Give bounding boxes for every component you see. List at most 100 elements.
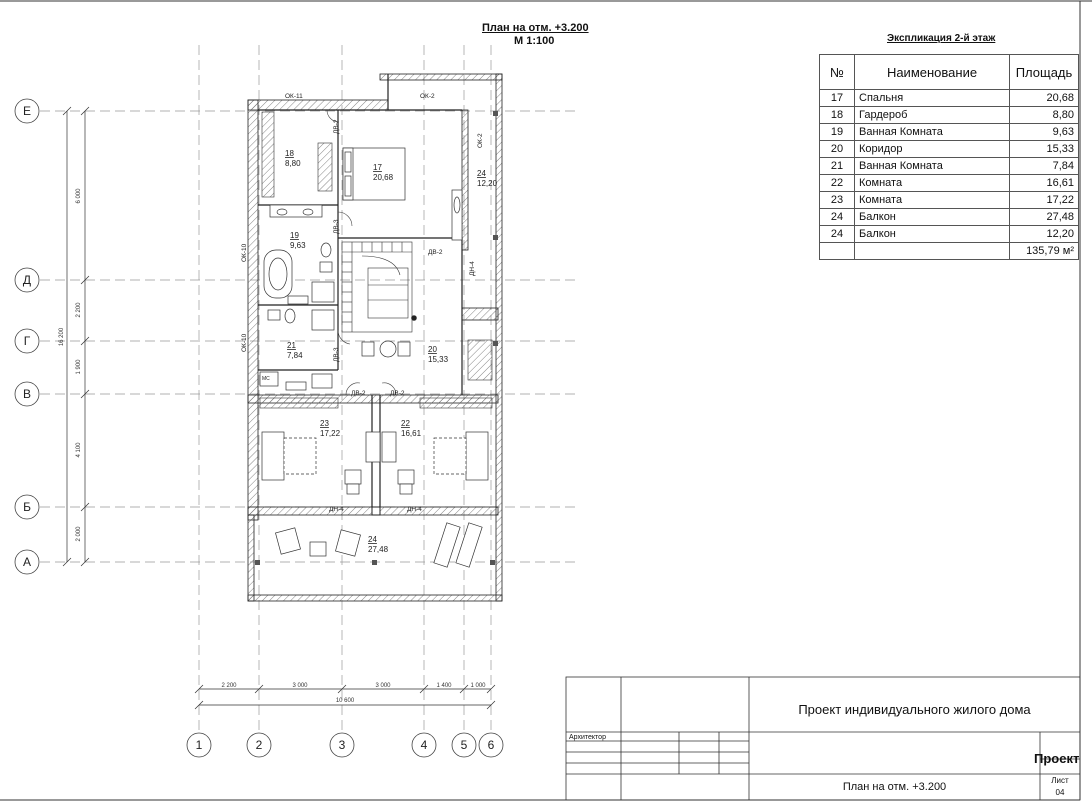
- plan-scale: М 1:100: [514, 35, 555, 47]
- window-mark: ОК-11: [285, 93, 303, 100]
- door-mark: ДН-4: [469, 261, 476, 276]
- axis-label: Е: [23, 104, 31, 118]
- room-number: 17: [373, 163, 382, 172]
- cell-name: Балкон: [854, 208, 1010, 226]
- door-mark: ДН-4: [329, 506, 344, 513]
- axis-label: Г: [24, 334, 31, 348]
- axis-bubble-v: [14, 381, 40, 407]
- cell-number: 22: [819, 174, 855, 192]
- cell-number: 23: [819, 191, 855, 209]
- axis-bubble-1: [186, 732, 212, 758]
- axis-label: 2: [256, 738, 263, 752]
- cell-number: 19: [819, 123, 855, 141]
- col-header-name: Наименование: [854, 54, 1010, 90]
- axis-label: 6: [488, 738, 495, 752]
- plan-title: План на отм. +3.200: [482, 22, 589, 34]
- cell-number: 17: [819, 89, 855, 107]
- room-area: 9,63: [290, 241, 306, 250]
- axis-label: 3: [339, 738, 346, 752]
- room-number: 19: [290, 231, 299, 240]
- stage-label: Проект: [1034, 751, 1080, 766]
- cell-area: 15,33: [1009, 140, 1079, 158]
- cell-name: Гардероб: [854, 106, 1010, 124]
- sheet-label: Лист: [1051, 776, 1069, 785]
- axis-label: 1: [196, 738, 203, 752]
- axis-label: А: [23, 555, 31, 569]
- dim-text: 4 100: [76, 442, 82, 458]
- window-mark: ОК-10: [241, 243, 248, 262]
- sheet-title: План на отм. +3.200: [842, 781, 947, 793]
- left-dimensions: [62, 106, 90, 567]
- room-number: 18: [285, 149, 294, 158]
- axis-label: Б: [23, 500, 31, 514]
- room-area: 20,68: [373, 173, 394, 182]
- door-mark: ДВ-2: [390, 390, 405, 397]
- axis-bubble-4: [411, 732, 437, 758]
- sheet-number: 04: [1055, 788, 1065, 797]
- axis-label: Д: [23, 273, 31, 287]
- door-mark: ДВ-2: [351, 390, 366, 397]
- cell-name: Ванная Комната: [854, 157, 1010, 175]
- axis-bubble-a: [14, 549, 40, 575]
- cell-number: 20: [819, 140, 855, 158]
- cell-area: 9,63: [1009, 123, 1079, 141]
- cell-number: 18: [819, 106, 855, 124]
- door-mark: ДВ-2: [333, 119, 340, 134]
- cell-number: 24: [819, 208, 855, 226]
- room-number: 21: [287, 341, 296, 350]
- room-number: 23: [320, 419, 329, 428]
- dim-text: 2 200: [221, 683, 237, 689]
- cell-area: 20,68: [1009, 89, 1079, 107]
- axis-bubble-3: [329, 732, 355, 758]
- cell-number: 24: [819, 225, 855, 243]
- dim-text: 2 200: [76, 302, 82, 318]
- axis-bubble-2: [246, 732, 272, 758]
- dim-text: 10 600: [336, 698, 355, 704]
- axis-bubble-e: [14, 98, 40, 124]
- dim-text: 3 000: [375, 683, 391, 689]
- room-number: 24: [477, 169, 486, 178]
- role-label: Архитектор: [569, 734, 606, 741]
- total-row: 135,79 м²: [819, 242, 1079, 260]
- cell-area: 16,61: [1009, 174, 1079, 192]
- project-name: Проект индивидуального жилого дома: [798, 702, 1031, 717]
- bed: [342, 147, 406, 201]
- dim-text: 2 000: [76, 526, 82, 542]
- room-number: 22: [401, 419, 410, 428]
- window-mark: ОК-10: [241, 333, 248, 352]
- cell-name: Спальня: [854, 89, 1010, 107]
- cell-name: Комната: [854, 191, 1010, 209]
- cell-name: Балкон: [854, 225, 1010, 243]
- room-area: 27,48: [368, 545, 389, 554]
- dim-text: 1 400: [436, 683, 452, 689]
- room-area: 15,33: [428, 355, 449, 364]
- axis-bubble-d: [14, 267, 40, 293]
- title-block: [565, 676, 1081, 801]
- window-mark: ОК-2: [477, 133, 484, 148]
- col-header-number: №: [819, 54, 855, 90]
- room-area: 12,20: [477, 179, 498, 188]
- room-number: 24: [368, 535, 377, 544]
- door-mark: ДВ-3: [333, 347, 340, 362]
- staircase: [341, 241, 417, 333]
- dim-text: 3 000: [292, 683, 308, 689]
- explication-title: Экспликация 2-й этаж: [887, 33, 996, 44]
- axis-bubble-6: [478, 732, 504, 758]
- cell-area: 27,48: [1009, 208, 1079, 226]
- cell-name: Комната: [854, 174, 1010, 192]
- room-area: 16,61: [401, 429, 422, 438]
- axis-label: 5: [461, 738, 468, 752]
- dim-text: 1 900: [76, 359, 82, 375]
- cell-area: 17,22: [1009, 191, 1079, 209]
- door-mark: ДВ-2: [428, 249, 443, 256]
- axis-bubble-g: [14, 328, 40, 354]
